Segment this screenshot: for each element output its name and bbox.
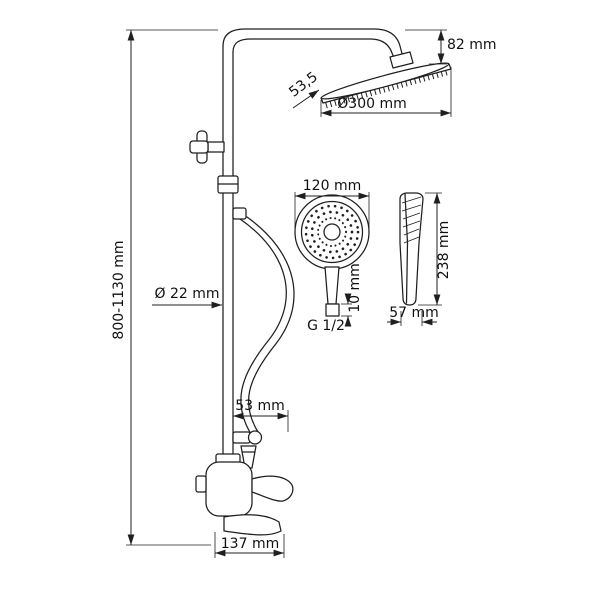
pipe-joint	[217, 175, 239, 194]
label-holder-offset: 53 mm	[235, 398, 285, 414]
dimension-head-height: 82 mm	[405, 29, 497, 65]
handshower-holder	[232, 430, 263, 469]
dimension-head-diameter: Ø300 mm	[320, 67, 452, 117]
dimension-handshower-width: 120 mm	[294, 178, 370, 228]
label-handshower-depth: 57 mm	[389, 305, 439, 321]
mixer-body	[195, 453, 294, 536]
head-arm-connector	[389, 51, 414, 69]
shower-hose	[232, 207, 295, 435]
label-handle-connector: 10 mm	[347, 263, 363, 313]
label-pipe-diameter: Ø 22 mm	[154, 286, 219, 302]
label-head-height: 82 mm	[447, 37, 497, 53]
label-handshower-width: 120 mm	[303, 178, 361, 194]
dimension-head-tilt: 53,5	[286, 69, 321, 109]
label-handshower-length: 238 mm	[436, 221, 452, 279]
label-thread: G 1/2	[307, 318, 345, 334]
dimension-handle-connector: 10 mm	[341, 263, 363, 327]
hand-shower-front-view	[294, 194, 370, 317]
shower-column-pipe	[222, 28, 405, 457]
mixer-lever	[251, 475, 294, 502]
hose-top-nut	[232, 207, 247, 220]
label-head-diameter: Ø300 mm	[337, 96, 406, 112]
dimension-handshower-length: 238 mm	[418, 192, 452, 306]
dimension-column-height: 800-1130 mm	[111, 29, 218, 546]
diverter-handle	[189, 130, 225, 164]
dimension-spout-reach: 137 mm	[214, 532, 285, 558]
dimension-pipe-diameter: Ø 22 mm	[152, 286, 222, 309]
dimension-holder-offset: 53 mm	[233, 398, 289, 432]
mixer-left-port	[195, 475, 207, 493]
dimension-handshower-depth: 57 mm	[387, 305, 439, 326]
hand-shower-handle	[324, 266, 340, 305]
mixer-spout	[223, 514, 282, 536]
label-head-tilt: 53,5	[286, 69, 321, 101]
hand-shower-side-view	[399, 192, 424, 306]
label-spout-reach: 137 mm	[221, 536, 279, 552]
label-column-height: 800-1130 mm	[111, 240, 127, 339]
hand-shower-thread-connector	[325, 303, 340, 317]
